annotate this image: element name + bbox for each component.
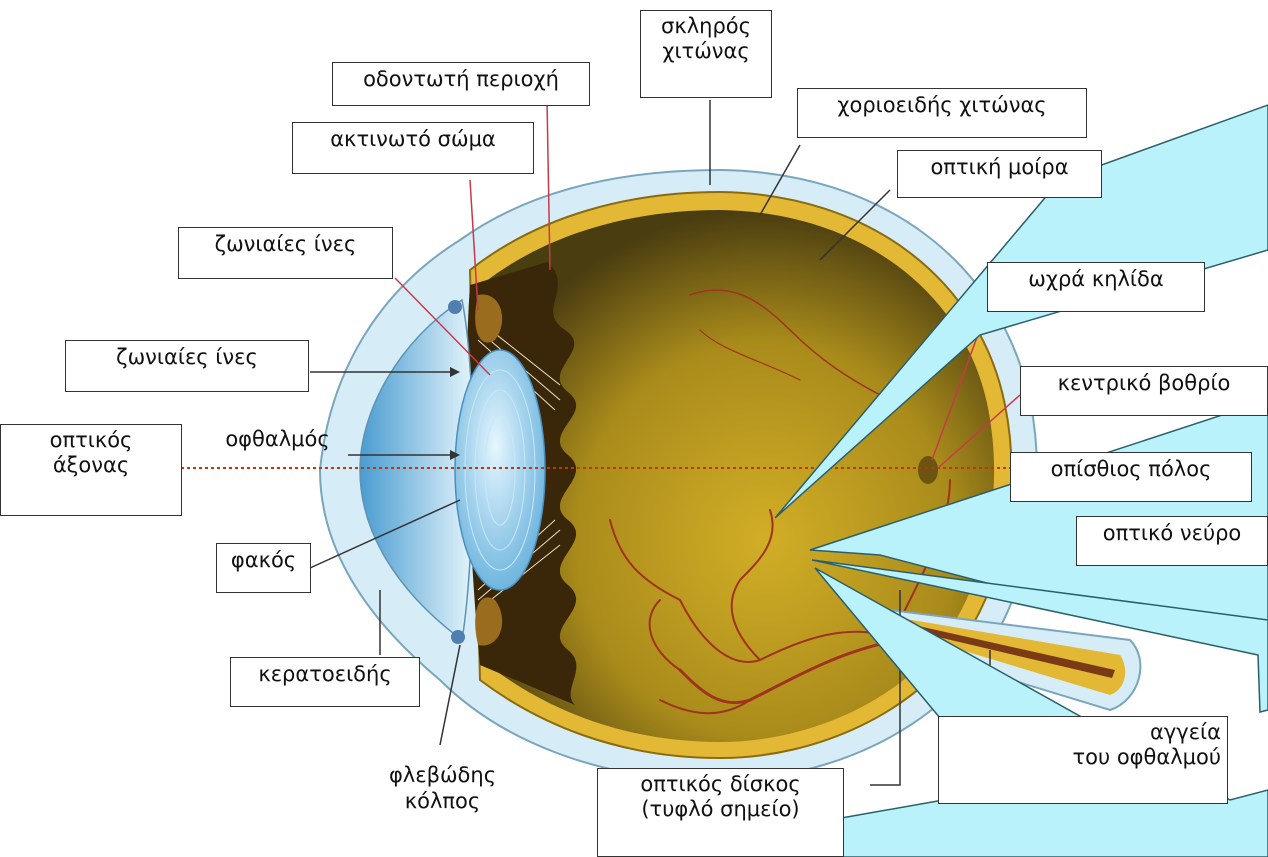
label-cornea: κερατοειδής — [230, 657, 420, 707]
label-macula: ωχρά κηλίδα — [987, 262, 1205, 312]
label-ciliary-body: ακτινωτό σώμα — [292, 122, 534, 174]
label-zonules-1: ζωνιαίες ίνες — [178, 227, 393, 279]
venous-sinus-bottom — [451, 630, 465, 644]
label-choroid: χοριοειδής χιτώνας — [797, 88, 1087, 138]
label-fovea: κεντρικό βοθρίο — [1020, 366, 1268, 416]
label-lens: φακός — [216, 543, 311, 593]
label-posterior-pole: οπίσθιος πόλος — [1010, 452, 1252, 502]
label-eye-vessels: αγγεία του οφθαλμού — [938, 716, 1228, 804]
label-venous-sinus: φλεβώδης κόλπος — [360, 762, 525, 814]
label-eye-vessels-line1: αγγεία — [945, 720, 1221, 745]
label-sclera-line2: χιτώνας — [647, 39, 765, 64]
label-optic-disc-line1: οπτικός δίσκος — [604, 772, 837, 797]
label-zonules-2: ζωνιαίες ίνες — [65, 340, 309, 392]
label-venous-sinus-line1: φλεβώδης — [360, 762, 525, 788]
label-eye: οφθαλμός — [205, 426, 350, 452]
fovea — [918, 456, 938, 484]
label-optic-disc-line2: (τυφλό σημείο) — [604, 797, 837, 822]
label-sclera: σκληρός χιτώνας — [640, 10, 772, 98]
label-optic-axis-line1: οπτικός — [7, 428, 175, 453]
venous-sinus-top — [448, 300, 462, 314]
label-sclera-line1: σκληρός — [647, 14, 765, 39]
label-eye-vessels-line2: του οφθαλμού — [945, 745, 1221, 770]
lens — [455, 350, 545, 590]
label-optic-axis: οπτικός άξονας — [0, 424, 182, 516]
label-ora-serrata: οδοντωτή περιοχή — [332, 62, 590, 106]
label-optic-disc: οπτικός δίσκος (τυφλό σημείο) — [597, 768, 844, 857]
label-optic-nerve: οπτικό νεύρο — [1076, 516, 1268, 566]
label-ora-pars-optica: οπτική μοίρα — [897, 150, 1102, 198]
label-optic-axis-line2: άξονας — [7, 453, 175, 478]
label-venous-sinus-line2: κόλπος — [360, 788, 525, 814]
